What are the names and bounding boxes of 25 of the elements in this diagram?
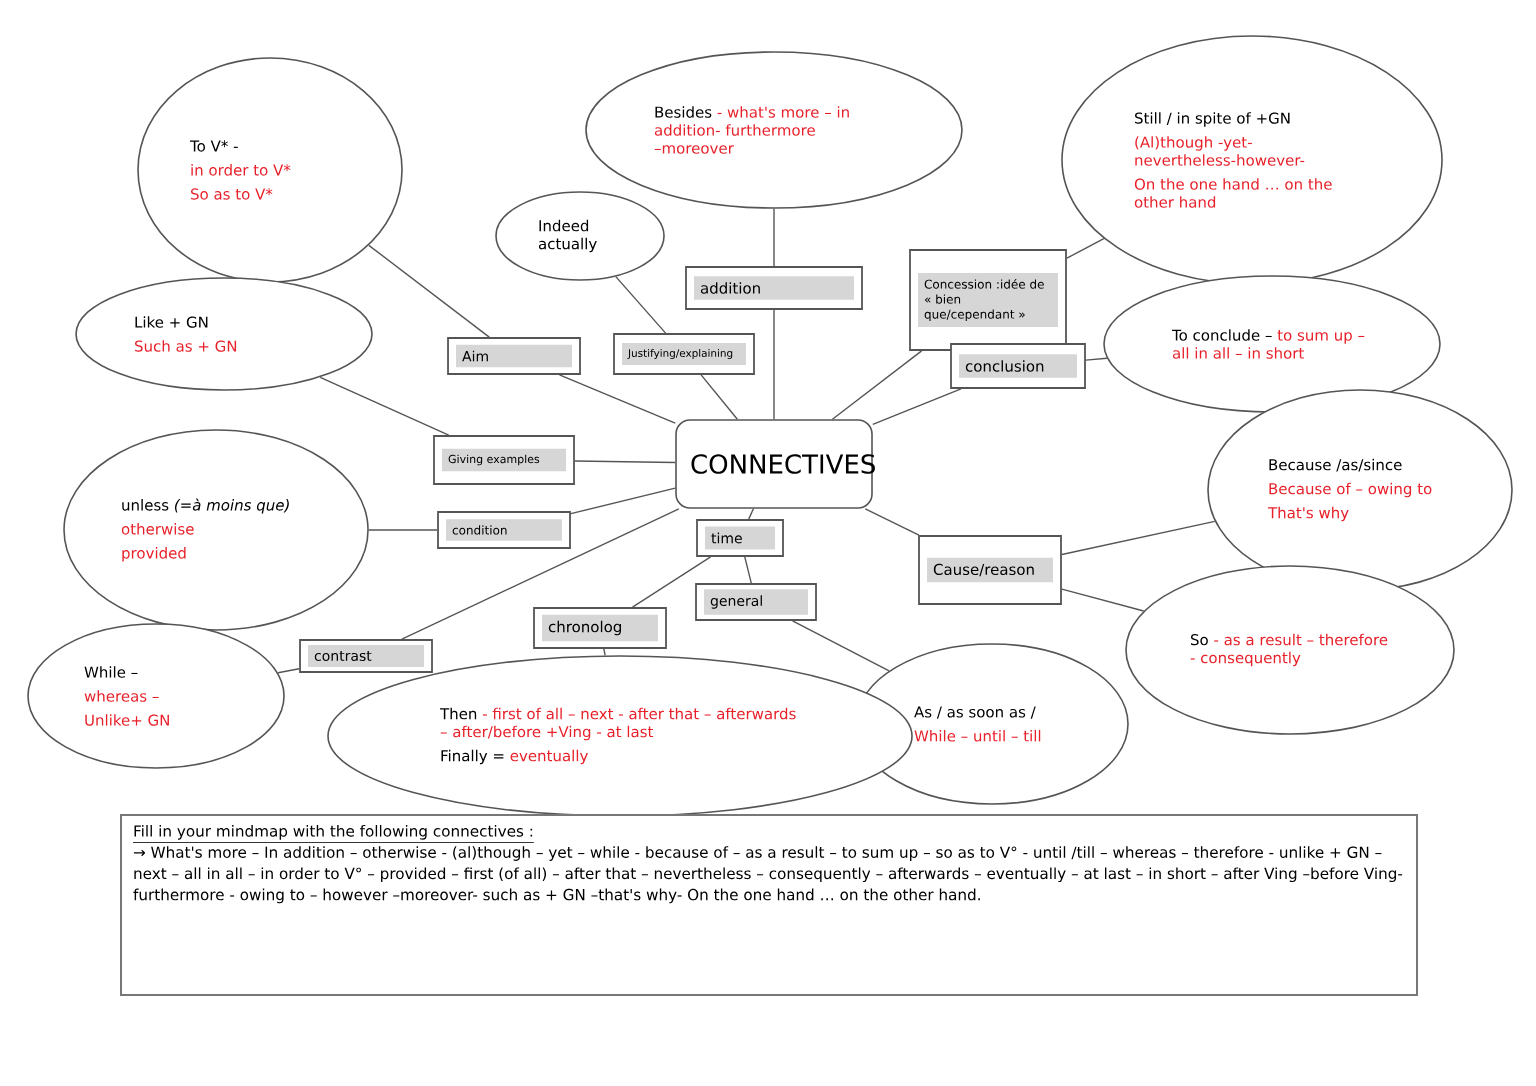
topic-box: CONNECTIVES	[675, 419, 875, 509]
connector-line	[791, 620, 890, 672]
connector-line	[615, 275, 667, 334]
connector-line	[744, 556, 752, 584]
connector-line	[570, 487, 676, 515]
connector-line	[574, 460, 676, 464]
connector-line	[368, 244, 490, 338]
connector-line	[1061, 520, 1216, 556]
connector-line	[603, 648, 606, 656]
connector-line	[1061, 588, 1145, 612]
connector-line	[773, 309, 775, 420]
connector-line	[773, 208, 775, 267]
connector-line	[748, 508, 755, 520]
connector-line	[872, 388, 962, 426]
connector-line	[864, 508, 920, 536]
connector-line	[558, 374, 676, 424]
connector-line	[1066, 237, 1105, 259]
connector-line	[831, 350, 923, 420]
connector-line	[277, 668, 300, 674]
connector-line	[401, 508, 680, 640]
connector-line	[1085, 357, 1108, 361]
connector-line	[700, 374, 739, 420]
connector-line	[368, 529, 438, 531]
connector-line	[319, 376, 450, 436]
connector-line	[631, 556, 712, 608]
